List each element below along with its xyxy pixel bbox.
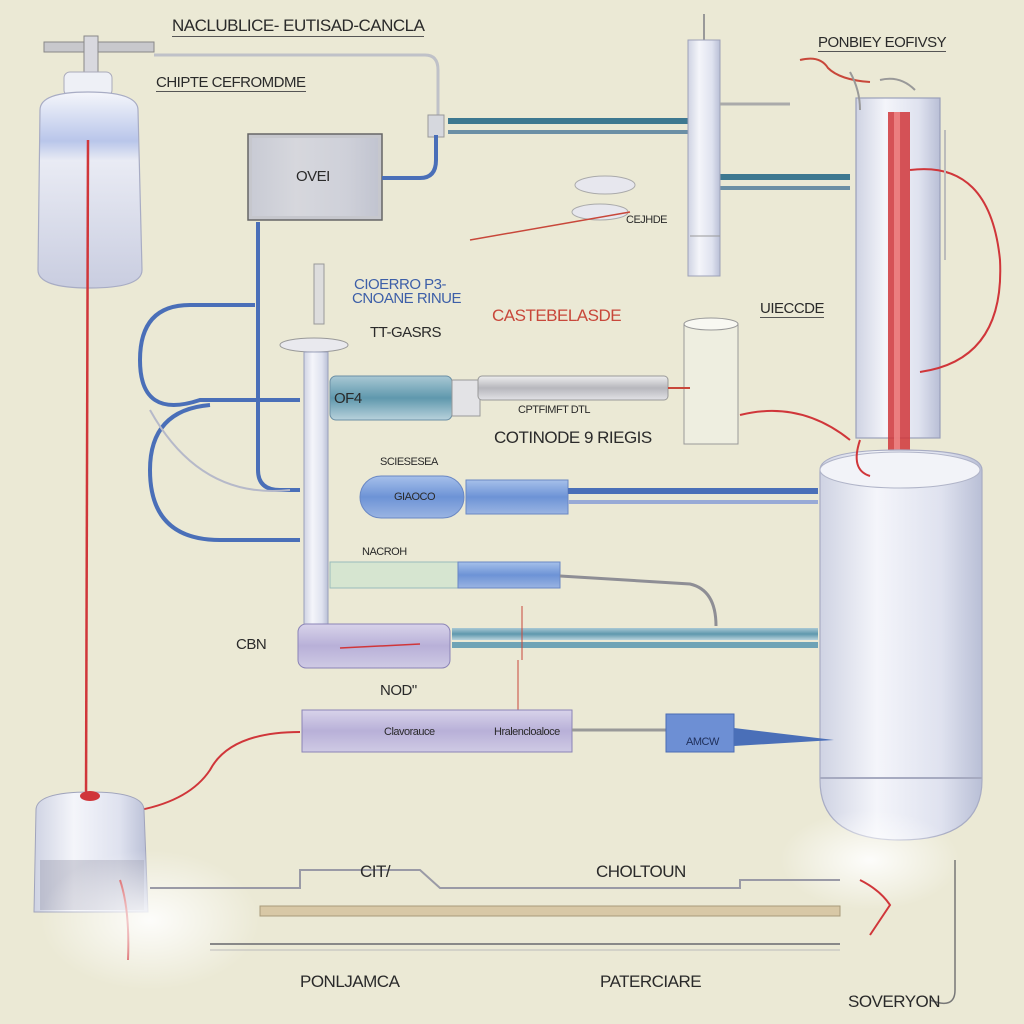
box-label: OVEI [296,168,330,185]
capsule-text: GIAOCO [394,491,436,503]
soveryon-label: SOVERYON [848,992,941,1011]
blue-box-label: AMCW [686,736,719,748]
control-box [247,133,383,221]
cbn-label: CBN [236,636,267,653]
sciesesea-label: SCIESESEA [380,456,438,468]
tube-text: OF4 [334,390,362,407]
nacroh-label: NACROH [362,546,407,558]
nod-label: NOD" [380,682,417,699]
red-label: CASTEBELASDE [492,306,622,325]
connector-left-label: Clavorauce [384,726,435,738]
blue-label-2: CNOANE RINUE [352,290,462,307]
sample-vial [683,317,739,445]
syringe-barrel [297,623,818,669]
mid-small-label: CEJHDE [626,214,668,226]
capsule-unit [359,475,818,519]
ponljamca-label: PONLJAMCA [300,972,400,991]
paterciare-label: PATERCIARE [600,972,702,991]
right-vial-label: UIECCDE [760,300,825,318]
cit-label: CIT/ [360,862,391,881]
top-title: NACLUBLICE- EUTISAD-CANCLA [172,16,425,37]
vertical-condenser [687,14,790,277]
gasrs-label: TT-GASRS [370,324,442,341]
tube-small-label: CPTFIMFT DTL [518,404,591,416]
left-upper-label: CHIPTE CEFROMDME [156,74,306,92]
top-left-bottle [37,35,155,801]
cotnode-label: COTINODE 9 RIEGIS [494,428,652,447]
connector-assembly [301,709,834,753]
main-vessel [819,97,1002,841]
blue-label-1: CIOERRO P3- [354,276,447,293]
choltoun-label: CHOLTOUN [596,862,686,881]
top-right-label: PONBIEY EOFIVSY [818,34,947,52]
connector-right-label: Hralencloaloce [494,726,560,738]
left-column [279,263,349,653]
